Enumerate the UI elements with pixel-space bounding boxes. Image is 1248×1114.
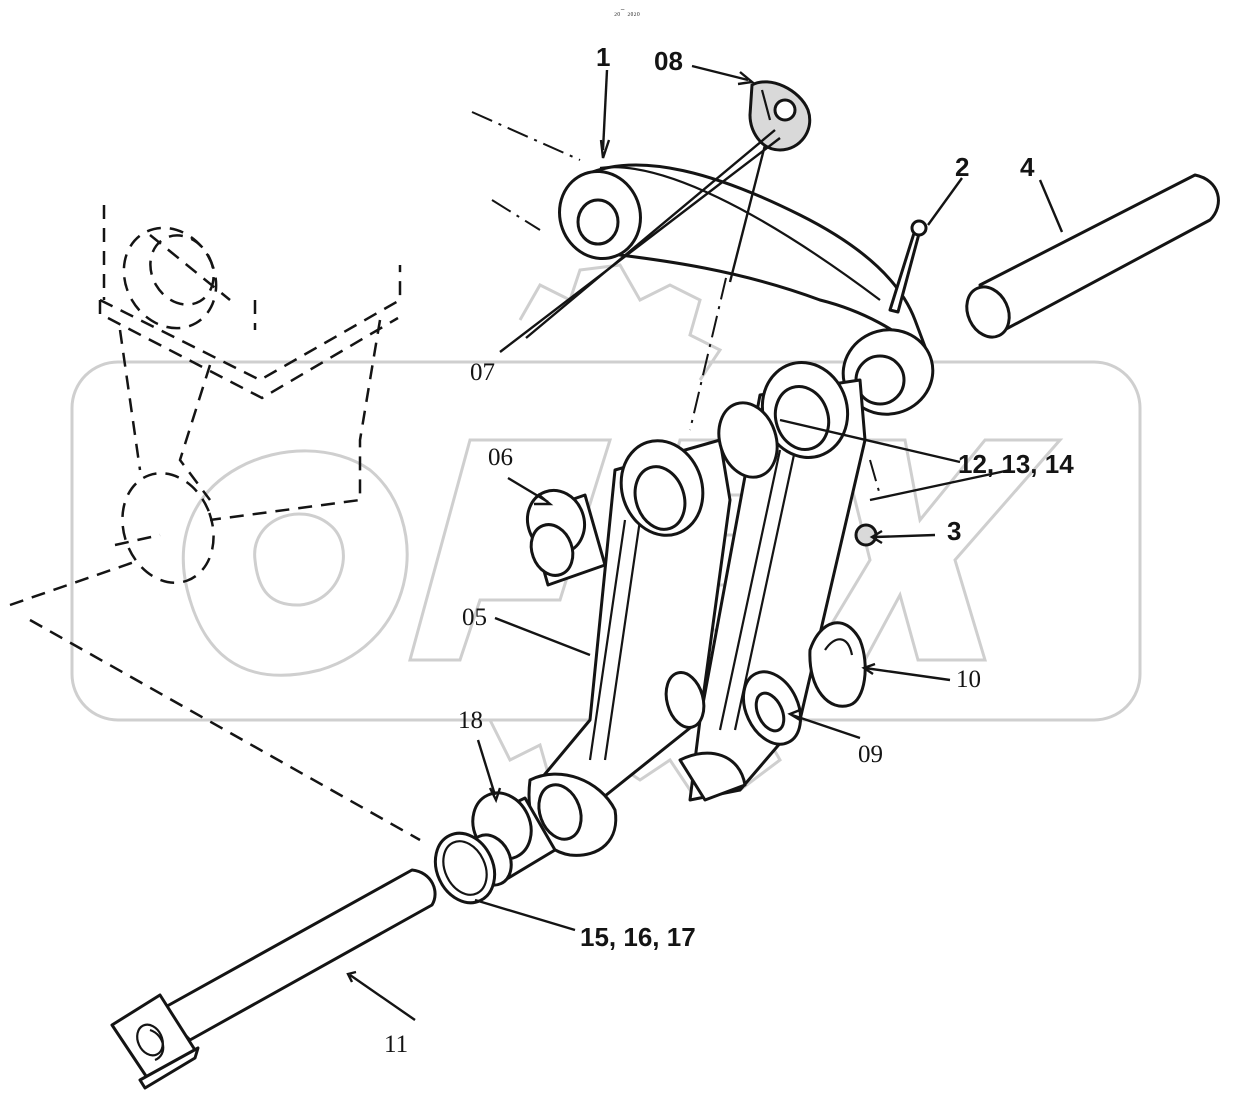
callout-1: 1 [596, 42, 610, 72]
callout-3: 3 [947, 516, 961, 546]
callout-4: 4 [1020, 152, 1035, 182]
part-06-bushing [526, 488, 607, 587]
part-4-shaft [965, 173, 1220, 339]
part-05-link-arms [527, 361, 867, 857]
top-mark: ₂₀⁻ ₂₀₂₀ [614, 6, 640, 16]
centerline-upper [471, 111, 581, 161]
part-2-pin [888, 219, 928, 314]
centerline-upper-2 [491, 199, 541, 231]
part-3-nut [854, 523, 878, 547]
callout-09: 09 [858, 741, 883, 768]
callout-07: 07 [470, 359, 495, 386]
callout-2: 2 [955, 152, 969, 182]
part-1-upper-arm [558, 163, 935, 416]
part-10-cover [808, 621, 867, 708]
callout-15-16-17: 15, 16, 17 [580, 922, 696, 952]
callout-10: 10 [956, 666, 981, 693]
callout-06: 06 [488, 444, 513, 471]
callout-18: 18 [458, 707, 483, 734]
frame-bracket-phantom [9, 205, 421, 842]
part-15-16-17-shims [433, 831, 497, 905]
part-09-washer [741, 670, 803, 746]
part-08-grease-nipple [748, 80, 812, 152]
centerline-grease [689, 239, 736, 431]
callout-12-13-14: 12, 13, 14 [958, 449, 1074, 479]
leader-lines [346, 64, 1064, 1021]
callout-05: 05 [462, 604, 487, 631]
centerline-nut [869, 459, 881, 496]
part-11-lower-pin [110, 868, 437, 1090]
callout-08: 08 [654, 46, 683, 76]
callout-11: 11 [384, 1031, 408, 1058]
